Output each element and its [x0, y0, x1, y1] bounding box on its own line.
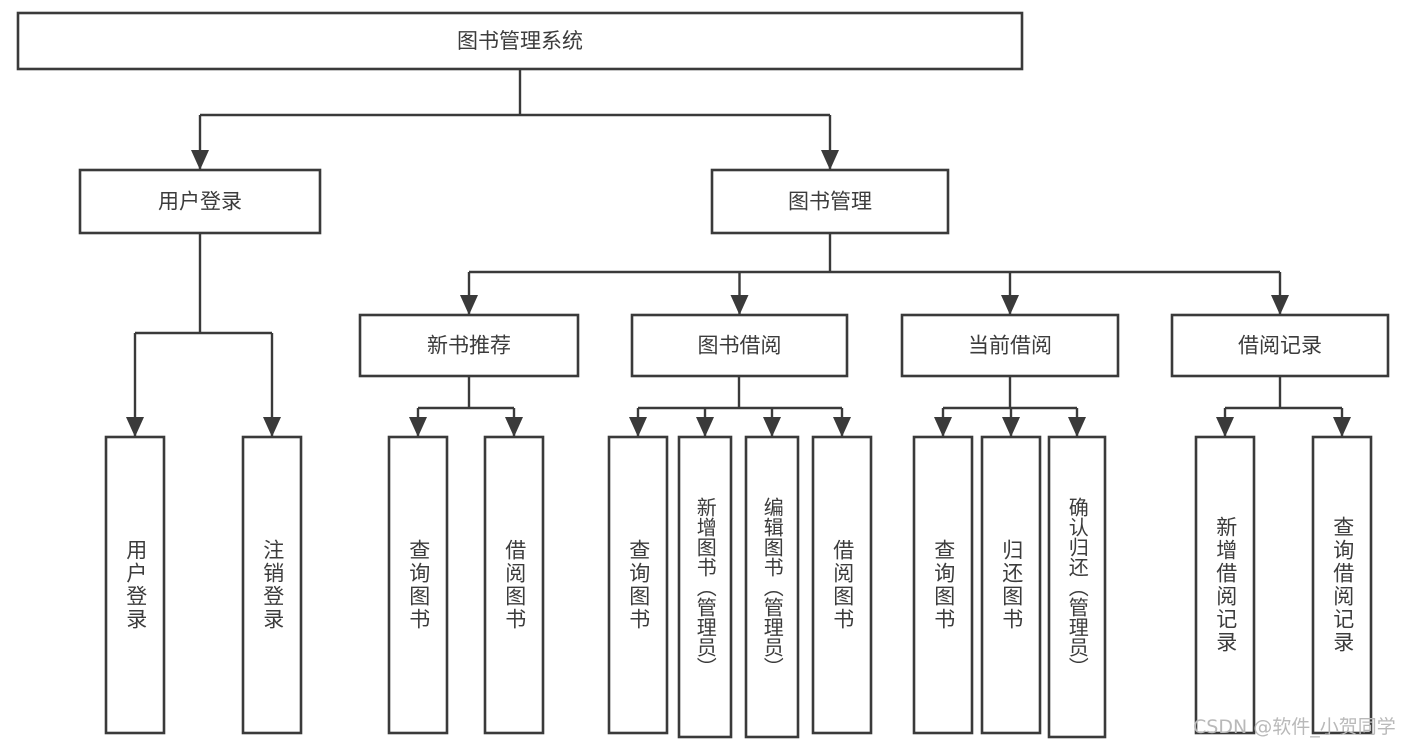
- node-box-leaf-user-login[interactable]: [104, 435, 166, 735]
- node-label-book-manage: 图书管理: [788, 190, 872, 214]
- node-box-root[interactable]: [16, 11, 1024, 71]
- node-box-leaf-borrow-book-2[interactable]: [811, 435, 873, 735]
- node-label-new-book-rec: 新书推荐: [427, 334, 511, 358]
- node-label-root: 图书管理系统: [457, 29, 583, 53]
- arrow-head-icon: [833, 417, 851, 437]
- arrow-head-icon: [126, 417, 144, 437]
- node-label-current-borrow: 当前借阅: [968, 334, 1052, 358]
- arrow-head-icon: [460, 295, 478, 315]
- connector-group-root: [191, 69, 839, 170]
- arrow-head-icon: [1068, 417, 1086, 437]
- node-box-borrow-record[interactable]: [1170, 313, 1390, 378]
- arrow-head-icon: [409, 417, 427, 437]
- node-box-new-book-rec[interactable]: [358, 313, 580, 378]
- node-box-user-login[interactable]: [78, 168, 322, 235]
- connector-group-current-borrow: [934, 376, 1086, 437]
- connector-layer: [126, 69, 1351, 437]
- arrow-head-icon: [1216, 417, 1234, 437]
- node-box-leaf-query-record[interactable]: [1311, 435, 1373, 735]
- arrow-head-icon: [696, 417, 714, 437]
- connector-group-book-manage: [460, 233, 1289, 315]
- node-box-current-borrow[interactable]: [900, 313, 1120, 378]
- node-box-leaf-user-logout[interactable]: [241, 435, 303, 735]
- node-box-leaf-edit-book-admin[interactable]: [744, 435, 800, 739]
- connector-group-borrow-record: [1216, 376, 1351, 437]
- node-box-leaf-add-record[interactable]: [1194, 435, 1256, 735]
- arrow-head-icon: [934, 417, 952, 437]
- node-box-leaf-query-book-3[interactable]: [912, 435, 974, 735]
- connector-group-user-login: [126, 233, 281, 437]
- arrow-head-icon: [1001, 295, 1019, 315]
- arrow-head-icon: [1002, 417, 1020, 437]
- node-box-layer: [16, 11, 1390, 739]
- connector-group-new-book-rec: [409, 376, 523, 437]
- arrow-head-icon: [191, 150, 209, 170]
- connector-group-book-borrow: [629, 376, 851, 437]
- node-box-leaf-borrow-book-1[interactable]: [483, 435, 545, 735]
- arrow-head-icon: [263, 417, 281, 437]
- node-label-borrow-record: 借阅记录: [1238, 334, 1322, 358]
- node-box-leaf-confirm-return-admin[interactable]: [1047, 435, 1107, 739]
- arrow-head-icon: [763, 417, 781, 437]
- arrow-head-icon: [629, 417, 647, 437]
- arrow-head-icon: [1271, 295, 1289, 315]
- node-box-leaf-query-book-1[interactable]: [387, 435, 449, 735]
- node-label-user-login: 用户登录: [158, 190, 242, 214]
- arrow-head-icon: [505, 417, 523, 437]
- node-box-book-borrow[interactable]: [630, 313, 849, 378]
- node-box-book-manage[interactable]: [710, 168, 950, 235]
- node-box-leaf-return-book[interactable]: [980, 435, 1042, 735]
- arrow-head-icon: [821, 150, 839, 170]
- arrow-head-icon: [730, 295, 749, 315]
- node-box-leaf-add-book-admin[interactable]: [677, 435, 733, 739]
- node-label-book-borrow: 图书借阅: [698, 334, 782, 358]
- arrow-head-icon: [1333, 417, 1351, 437]
- node-box-leaf-query-book-2[interactable]: [607, 435, 669, 735]
